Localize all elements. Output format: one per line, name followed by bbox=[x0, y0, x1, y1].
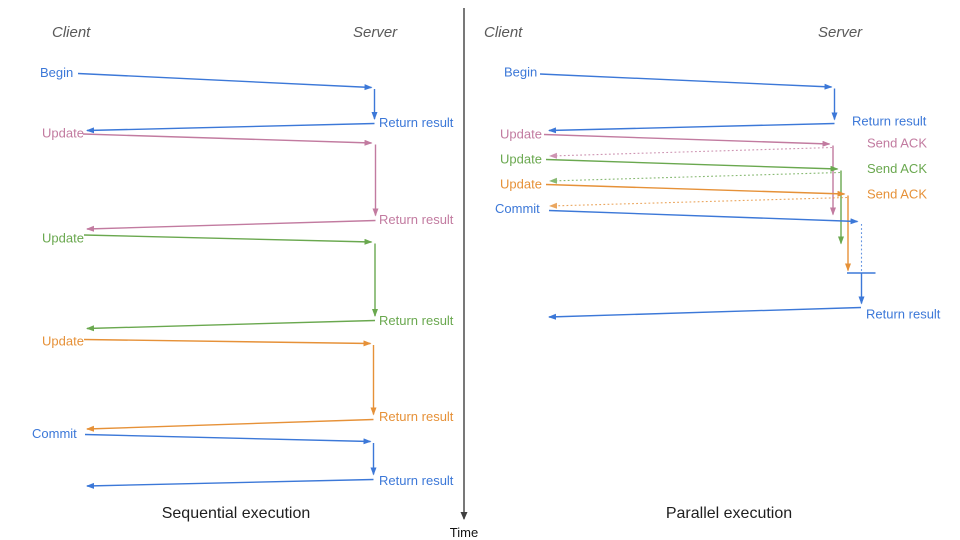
request-arrow bbox=[82, 133, 373, 146]
request-label: Begin bbox=[40, 65, 73, 80]
request-label: Commit bbox=[495, 201, 540, 216]
response-label: Send ACK bbox=[867, 187, 927, 202]
response-label: Send ACK bbox=[867, 136, 927, 151]
request-arrow bbox=[83, 338, 372, 347]
seq-message-update-3: Update Return result bbox=[42, 334, 454, 432]
seq-message-update-1: Update Return result bbox=[42, 126, 454, 232]
request-label: Update bbox=[42, 231, 84, 246]
parallel-execution-panel: Client Server Begin Return result Update… bbox=[484, 24, 941, 522]
return-arrow bbox=[86, 418, 374, 432]
response-label: Return result bbox=[852, 114, 927, 129]
request-arrow bbox=[77, 72, 373, 91]
par-message-begin: Begin Return result bbox=[504, 65, 927, 134]
return-arrow bbox=[86, 319, 376, 332]
par-message-update-2: Update Send ACK bbox=[500, 152, 927, 245]
response-label: Return result bbox=[379, 409, 454, 424]
request-label: Update bbox=[500, 177, 542, 192]
request-arrow bbox=[543, 133, 831, 147]
sequential-execution-panel: Client Server Begin Return result Update… bbox=[32, 24, 454, 522]
return-arrow bbox=[86, 478, 374, 489]
return-arrow bbox=[86, 122, 375, 134]
response-label: Return result bbox=[379, 473, 454, 488]
request-arrow bbox=[83, 234, 373, 245]
request-label: Commit bbox=[32, 426, 77, 441]
panel-title-parallel: Parallel execution bbox=[666, 505, 792, 522]
response-label: Return result bbox=[379, 313, 454, 328]
request-label: Update bbox=[500, 152, 542, 167]
return-arrow bbox=[548, 122, 835, 134]
time-axis-label: Time bbox=[450, 525, 478, 540]
seq-message-update-2: Update Return result bbox=[42, 231, 454, 332]
return-arrow bbox=[86, 219, 376, 232]
request-arrow bbox=[545, 183, 846, 197]
request-arrow bbox=[539, 73, 833, 90]
seq-message-begin: Begin Return result bbox=[40, 65, 454, 134]
ack-arrow bbox=[549, 146, 833, 159]
client-header: Client bbox=[484, 24, 523, 41]
seq-message-commit: Commit Return result bbox=[32, 426, 454, 489]
time-axis: Time bbox=[450, 8, 478, 540]
request-arrow bbox=[545, 158, 839, 172]
request-arrow bbox=[84, 433, 372, 445]
par-message-update-1: Update Send ACK bbox=[500, 127, 927, 216]
ack-arrow bbox=[549, 196, 848, 209]
panel-title-sequential: Sequential execution bbox=[162, 505, 311, 522]
response-label: Return result bbox=[379, 115, 454, 130]
request-label: Update bbox=[42, 334, 84, 349]
request-arrow bbox=[548, 209, 859, 225]
response-label: Return result bbox=[866, 307, 941, 322]
server-header: Server bbox=[353, 24, 398, 41]
par-message-commit: Commit Return result bbox=[495, 201, 941, 322]
client-header: Client bbox=[52, 24, 91, 41]
response-label: Return result bbox=[379, 212, 454, 227]
return-arrow bbox=[548, 306, 862, 320]
server-header: Server bbox=[818, 24, 863, 41]
response-label: Send ACK bbox=[867, 161, 927, 176]
request-label: Begin bbox=[504, 65, 537, 80]
request-label: Update bbox=[42, 126, 84, 141]
par-message-update-3: Update Send ACK bbox=[500, 177, 927, 272]
ack-arrow bbox=[549, 171, 841, 184]
request-label: Update bbox=[500, 127, 542, 142]
